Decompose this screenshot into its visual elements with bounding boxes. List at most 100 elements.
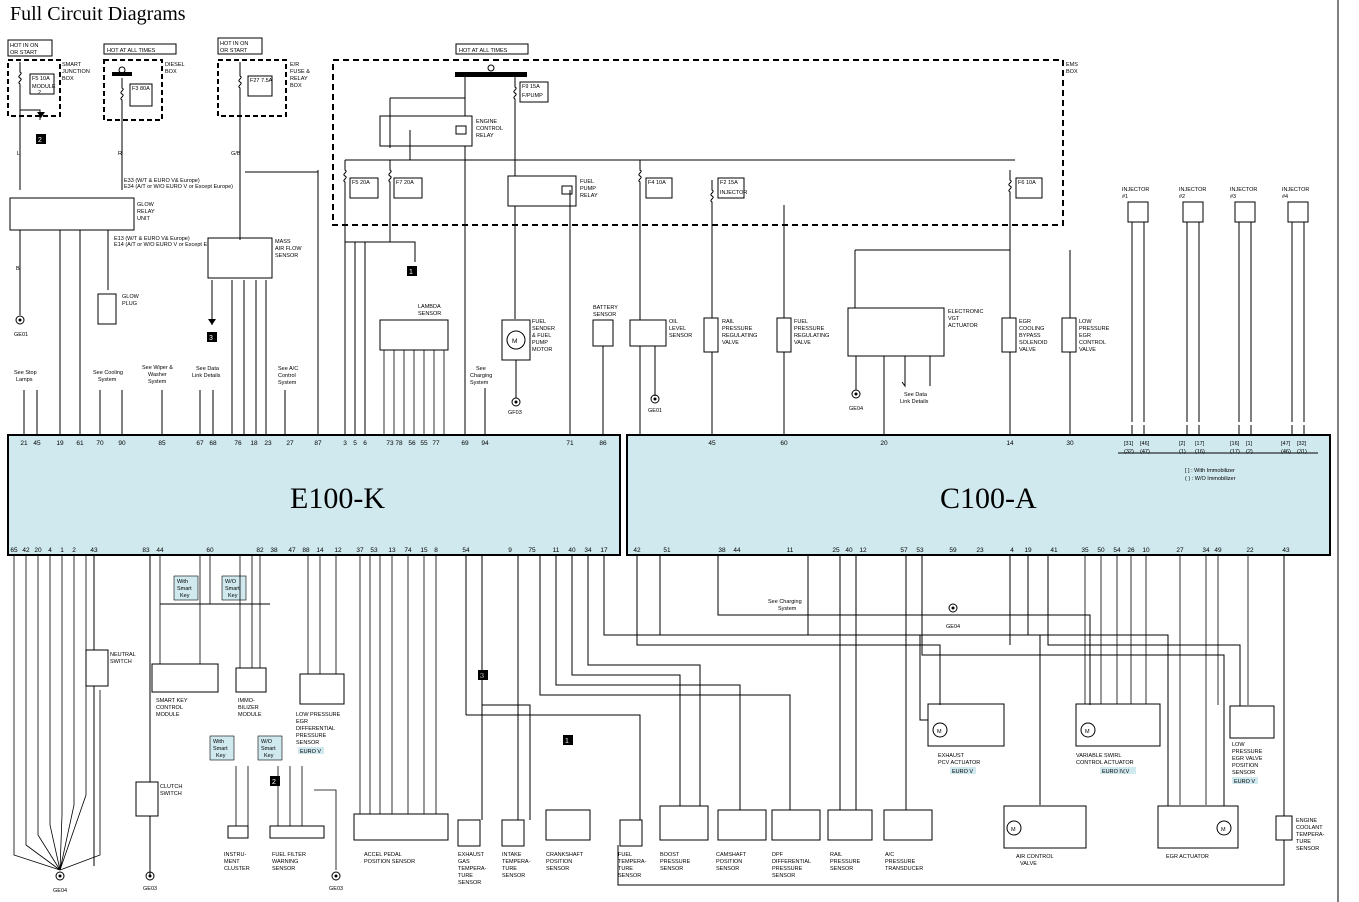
svg-text:Control: Control	[278, 373, 296, 379]
pin-label: 61	[76, 440, 84, 447]
svg-text:HOT AT ALL TIMES: HOT AT ALL TIMES	[459, 48, 508, 54]
svg-text:COOLANT: COOLANT	[1296, 825, 1323, 831]
pin-label: 60	[780, 440, 788, 447]
svg-text:See Wiper &: See Wiper &	[142, 365, 173, 371]
pin-label: 57	[900, 547, 908, 554]
egr-cooling-bypass-valve	[1001, 317, 1017, 353]
pin-label: 87	[314, 440, 322, 447]
svg-text:EURO V: EURO V	[300, 749, 321, 755]
svg-text:Link Details: Link Details	[192, 373, 221, 379]
svg-text:PLUG: PLUG	[122, 301, 137, 307]
pin-label: 54	[462, 547, 470, 554]
svg-text:INJECTOR: INJECTOR	[1122, 187, 1149, 193]
pin-label: 17	[600, 547, 608, 554]
svg-text:See: See	[476, 366, 486, 372]
svg-text:Link Details: Link Details	[900, 399, 929, 405]
svg-text:TURE: TURE	[618, 866, 633, 872]
svg-text:#1: #1	[1122, 194, 1128, 200]
fuse-ems5: F2 15A	[720, 180, 738, 186]
svg-text:SENSOR: SENSOR	[272, 866, 295, 872]
svg-text:COOLING: COOLING	[1019, 326, 1044, 332]
pin-label: 53	[370, 547, 378, 554]
svg-text:SENSOR: SENSOR	[296, 740, 319, 746]
svg-text:FUEL FILTER: FUEL FILTER	[272, 852, 306, 858]
svg-text:SENSOR: SENSOR	[275, 253, 298, 259]
injector-pin-label: (31)	[1297, 449, 1307, 455]
ecu-e100-k-name: E100-K	[290, 482, 385, 515]
svg-text:EXHAUST: EXHAUST	[938, 753, 965, 759]
rail-pressure-sensor	[827, 809, 873, 841]
svg-text:SENSOR: SENSOR	[669, 333, 692, 339]
svg-text:SENSOR: SENSOR	[502, 873, 525, 879]
svg-text:PUMP: PUMP	[580, 186, 596, 192]
svg-text:2: 2	[38, 90, 41, 96]
svg-text:GAS: GAS	[458, 859, 470, 865]
fuse-ems3: F7 20A	[396, 180, 414, 186]
note-e14: E14 (A/T or W/O EURO V or Except Europe)	[114, 242, 223, 248]
svg-text:CLUSTER: CLUSTER	[224, 866, 250, 872]
svg-text:SENSOR: SENSOR	[593, 312, 616, 318]
ground-ge04a: GE04	[849, 389, 863, 412]
injector-pin-label: [17]	[1195, 441, 1205, 447]
svg-text:SENSOR: SENSOR	[1296, 846, 1319, 852]
svg-text:CLUTCH: CLUTCH	[160, 784, 182, 790]
svg-text:CRANKSHAFT: CRANKSHAFT	[546, 852, 584, 858]
svg-text:MODULE: MODULE	[238, 712, 262, 718]
svg-text:PCV ACTUATOR: PCV ACTUATOR	[938, 760, 980, 766]
injector-pin-label: [1]	[1246, 441, 1253, 447]
svg-text:LAMBDA: LAMBDA	[418, 304, 441, 310]
svg-text:HOT IN ON: HOT IN ON	[10, 43, 38, 49]
svg-text:E/R: E/R	[290, 62, 299, 68]
pin-label: 15	[420, 547, 428, 554]
fuse-ems2: F5 20A	[352, 180, 370, 186]
engine-coolant-temp-sensor	[1275, 815, 1293, 841]
svg-text:SENDER: SENDER	[532, 326, 555, 332]
svg-text:RELAY: RELAY	[290, 76, 308, 82]
svg-text:See Cooling: See Cooling	[93, 370, 123, 376]
ground-ge04b: GE04	[946, 603, 960, 630]
svg-text:1: 1	[409, 269, 413, 276]
svg-text:ACTUATOR: ACTUATOR	[948, 323, 978, 329]
instrument-cluster	[227, 825, 249, 839]
svg-text:PRESSURE: PRESSURE	[794, 326, 825, 332]
svg-text:INJECTOR: INJECTOR	[1282, 187, 1309, 193]
svg-text:FUEL: FUEL	[532, 319, 546, 325]
svg-text:DIFFERENTIAL: DIFFERENTIAL	[772, 859, 811, 865]
injector-3: INJECTOR#3	[1230, 187, 1257, 422]
svg-text:GE03: GE03	[143, 886, 157, 892]
svg-text:2: 2	[272, 779, 276, 786]
svg-text:Smart: Smart	[261, 746, 276, 752]
note-e33: E33 (W/T & EURO V& Europe)	[124, 178, 200, 184]
svg-text:SENSOR: SENSOR	[772, 873, 795, 879]
svg-text:TEMPERA-: TEMPERA-	[502, 859, 531, 865]
ground-ge04c: GE04	[53, 871, 67, 894]
svg-text:L: L	[17, 151, 20, 157]
pin-label: 20	[880, 440, 888, 447]
svg-text:PRESSURE: PRESSURE	[885, 859, 916, 865]
pin-label: 41	[1050, 547, 1058, 554]
pin-label: 1	[60, 547, 64, 554]
svg-text:UNIT: UNIT	[137, 216, 150, 222]
svg-text:SENSOR: SENSOR	[618, 873, 641, 879]
pin-label: 55	[420, 440, 428, 447]
pin-label: 70	[96, 440, 104, 447]
svg-text:DPF: DPF	[772, 852, 784, 858]
svg-text:EGR VALVE: EGR VALVE	[1232, 756, 1263, 762]
pin-label: 45	[708, 440, 716, 447]
immo-note-with: [ ] : With Immobilizer	[1185, 468, 1235, 474]
svg-text:HOT IN ON: HOT IN ON	[220, 41, 248, 47]
svg-text:SENSOR: SENSOR	[546, 866, 569, 872]
svg-text:POSITION: POSITION	[716, 859, 742, 865]
ac-pressure-transducer	[883, 809, 933, 841]
pin-label: 54	[1113, 547, 1121, 554]
svg-text:Smart: Smart	[213, 746, 228, 752]
svg-text:M: M	[512, 338, 517, 345]
injector-pin-label: [47]	[1281, 441, 1291, 447]
pin-label: 82	[256, 547, 264, 554]
svg-text:With: With	[213, 739, 224, 745]
svg-text:Key: Key	[264, 753, 274, 759]
svg-text:With: With	[177, 579, 188, 585]
injector-4: INJECTOR#4	[1282, 187, 1309, 422]
glow-relay-unit	[9, 197, 135, 231]
